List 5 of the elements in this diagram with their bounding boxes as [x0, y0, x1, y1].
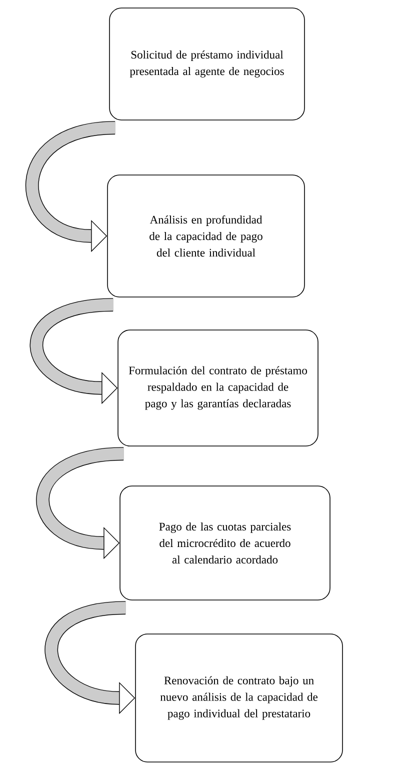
- process-box: Solicitud de préstamo individual presentada al agente de negocios: [109, 8, 305, 120]
- process-box: Renovación de contrato bajo un nuevo análisis de la capacidad de pago individual del prestatario: [135, 634, 343, 762]
- process-box: Formulación del contrato de préstamo respaldado en la capacidad de pago y las garantías declaradas: [118, 330, 318, 446]
- process-box: Análisis en profundidad de la capacidad de pago del cliente individual: [107, 174, 305, 298]
- process-box: Pago de las cuotas parciales del microcrédito de acuerdo al calendario acordado: [120, 486, 330, 600]
